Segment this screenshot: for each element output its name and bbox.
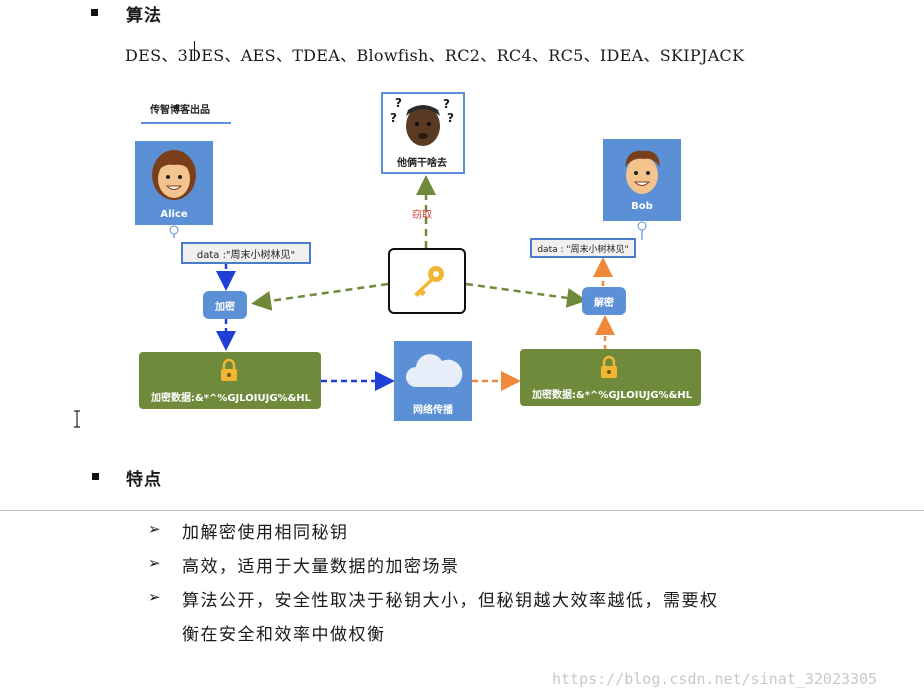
decrypt-node: 解密: [582, 287, 626, 315]
features-heading: 特点: [126, 470, 162, 490]
question-mark-icon: ?: [447, 111, 454, 125]
feature-text: 高效，适用于大量数据的加密场景: [182, 557, 460, 577]
plaintext-label-right: data : "周末小树林见": [530, 238, 636, 258]
watermark: https://blog.csdn.net/sinat_32023305: [552, 670, 878, 688]
plaintext-label-left: data :"周末小树林见": [181, 242, 311, 264]
bullet-square-icon: [92, 473, 99, 480]
alice-avatar: Alice: [135, 141, 213, 225]
feature-text: 加解密使用相同秘钥: [182, 523, 349, 543]
eavesdropper-box: ? ? ? ? 他俩干啥去: [381, 92, 465, 174]
alice-face-icon: [152, 150, 196, 200]
cloud-icon: [406, 354, 463, 387]
diagram-arrows: [141, 122, 647, 391]
text-cursor-icon: [194, 41, 195, 60]
key-icon: [414, 266, 444, 297]
network-label: 网络传播: [413, 405, 453, 416]
network-node: 网络传播: [394, 341, 472, 421]
cipher-text-right: 加密数据:&*^%GJLOIUJG%&HL: [532, 390, 693, 401]
question-mark-icon: ?: [390, 111, 397, 125]
key-to-encrypt-arrow: [251, 282, 389, 311]
arrow-bullet-icon: ➢: [148, 520, 161, 538]
question-mark-icon: ?: [395, 96, 402, 110]
confused-face-icon: [406, 105, 440, 146]
feature-text-continued: 衡在安全和效率中做权衡: [182, 625, 386, 645]
feature-text: 算法公开，安全性取决于秘钥大小，但秘钥越大效率越低，需要权: [182, 591, 719, 611]
cipher-box-left: 加密数据:&*^%GJLOIUJG%&HL: [139, 352, 321, 409]
arrow-bullet-icon: ➢: [148, 554, 161, 572]
bullet-square-icon: [91, 9, 98, 16]
alice-name: Alice: [160, 209, 188, 220]
symmetric-encryption-diagram: 传智博客出品 Alice data :"周末小树林见" 加密 加密数据:&*^%…: [135, 92, 701, 421]
key-box: [388, 248, 466, 314]
encrypt-node: 加密: [203, 291, 247, 319]
bob-face-icon: [625, 150, 660, 194]
bob-name: Bob: [631, 201, 653, 212]
key-to-decrypt-arrow: [465, 282, 587, 308]
question-mark-icon: ?: [443, 97, 450, 111]
bob-avatar: Bob: [603, 139, 681, 221]
algorithm-list: DES、3DES、AES、TDEA、Blowfish、RC2、RC4、RC5、I…: [125, 46, 745, 65]
cipher-text-left: 加密数据:&*^%GJLOIUJG%&HL: [151, 393, 312, 404]
lock-icon-right: [601, 355, 617, 378]
section-divider: [0, 510, 924, 511]
text-ibeam-cursor-icon: [74, 410, 80, 428]
arrow-bullet-icon: ➢: [148, 588, 161, 606]
publisher-label: 传智博客出品: [150, 105, 210, 116]
eavesdropper-caption: 他俩干啥去: [397, 158, 447, 169]
lock-icon-left: [221, 358, 237, 381]
algorithm-heading: 算法: [126, 6, 162, 26]
steal-label: 窃取: [412, 210, 432, 221]
cipher-box-right: 加密数据:&*^%GJLOIUJG%&HL: [520, 349, 701, 406]
